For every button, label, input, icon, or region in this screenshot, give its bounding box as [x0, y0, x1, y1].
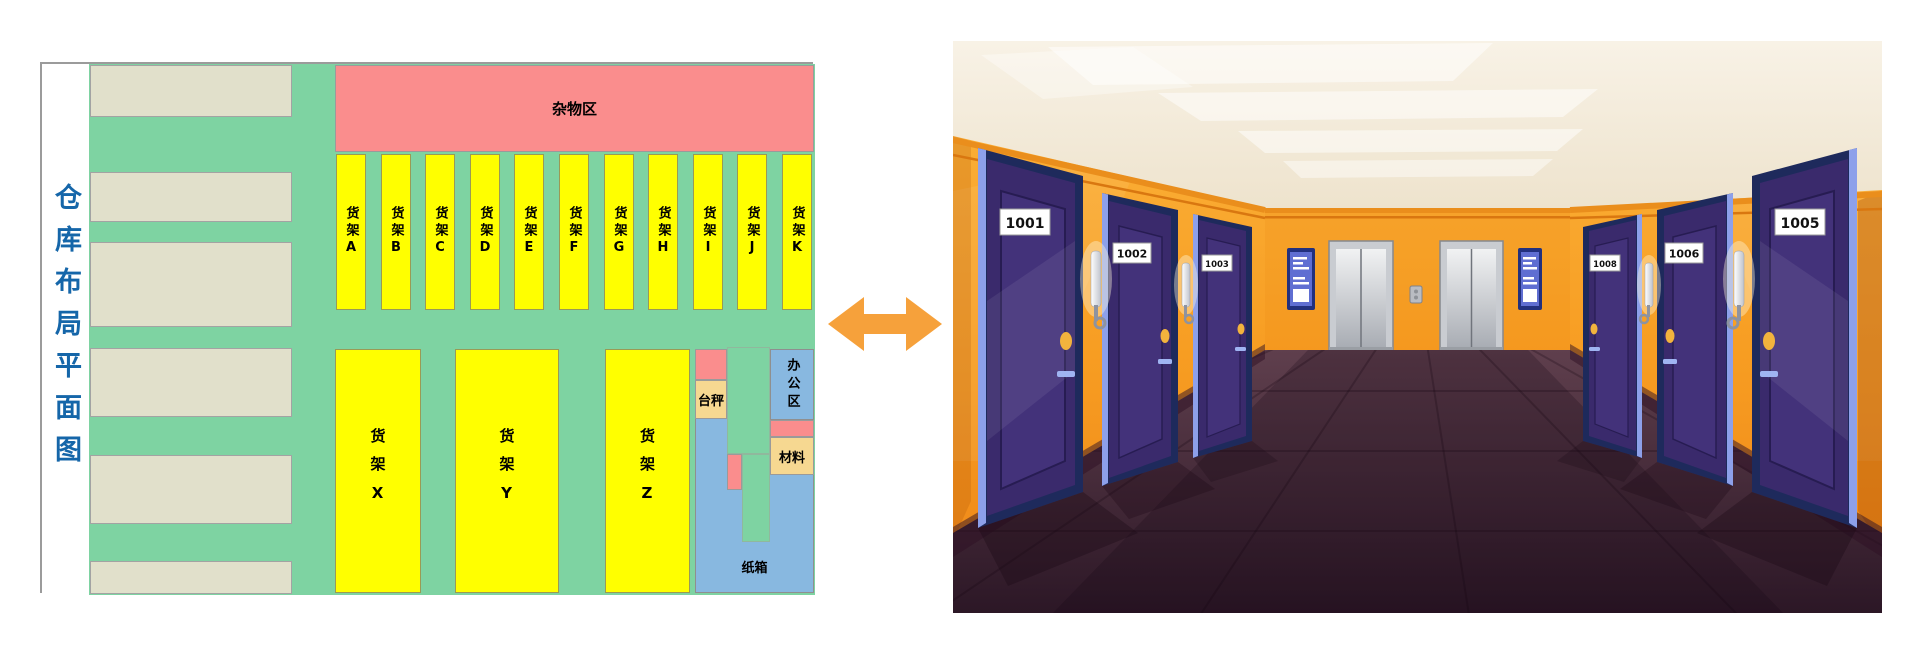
shelf-H: 货架H [648, 154, 678, 310]
shelf-I-label: 货架I [700, 205, 716, 259]
left-front-edge [953, 136, 971, 541]
office-zone-label: 办公区 [784, 357, 800, 412]
shelf-X-label: 货架X [368, 427, 387, 515]
door-number-1002: 1002 [1117, 248, 1148, 261]
door-number-1005: 1005 [1781, 216, 1820, 232]
shelf-B-label: 货架B [388, 205, 404, 259]
elevator-call-panel [1409, 285, 1423, 304]
shelf-F-label: 货架F [566, 205, 582, 259]
storage-rack [90, 172, 292, 222]
sconce-lamp [1637, 255, 1661, 325]
right-front-edge [1858, 191, 1882, 546]
floor [953, 350, 1882, 613]
door-shadow [1102, 462, 1215, 519]
shelf-G: 货架G [604, 154, 634, 310]
door-number-1003: 1003 [1205, 260, 1229, 270]
shelf-J-label: 货架J [744, 205, 760, 259]
storage-rack [90, 455, 292, 524]
ceiling-light-panel [1283, 159, 1553, 178]
door-1002: 1002 [1102, 193, 1178, 486]
materials-label: 材料 [778, 450, 805, 466]
door-number-1001: 1001 [1006, 216, 1045, 232]
ceiling-light-panel [1048, 43, 1493, 85]
shelf-X: 货架X [335, 349, 421, 593]
shelf-B: 货架B [381, 154, 411, 310]
door-1003: 1003 [1193, 214, 1252, 458]
hotel-corridor-illustration: 1001 1002 1003 [953, 41, 1882, 613]
info-sign-right [1518, 248, 1542, 310]
sconce-lamp [1723, 241, 1755, 330]
small-red-zone-2 [727, 454, 742, 490]
door-shadow [1697, 492, 1857, 586]
elevator-right [1439, 240, 1504, 353]
storage-rack [90, 242, 292, 327]
ceiling-light-panel [1158, 89, 1598, 121]
shelf-Z-label: 货架Z [638, 427, 656, 515]
small-red-zone-3 [770, 420, 814, 437]
materials-zone: 材料 [770, 437, 814, 475]
crown-back [1265, 208, 1570, 213]
door-shadow [978, 492, 1138, 586]
office-zone: 办公区 [770, 349, 814, 420]
shelf-I: 货架I [693, 154, 723, 310]
sconce-lamp [1080, 241, 1112, 330]
carton-label: 纸箱 [741, 560, 768, 576]
sconce-lamp [1174, 255, 1198, 325]
storage-rack [90, 348, 292, 417]
door-number-1008: 1008 [1593, 260, 1617, 270]
storage-rack [90, 65, 292, 117]
info-sign-left [1287, 248, 1315, 310]
warehouse-floor-plan: 仓库布局平面图 杂物区 货架A 货架B 货架C 货架D 货架E 货架F 货架G … [40, 62, 815, 595]
shelf-A-label: 货架A [343, 205, 359, 259]
plan-title-strip: 仓库布局平面图 [42, 64, 89, 595]
shelf-H-label: 货架H [655, 205, 671, 259]
shelf-G-label: 货架G [611, 205, 627, 259]
ceiling-streak [981, 47, 1193, 99]
shelf-K: 货架K [782, 154, 812, 310]
junk-area [335, 65, 814, 152]
ceiling-light-panel [1238, 129, 1583, 153]
small-red-zone-1 [695, 349, 727, 380]
door-number-1006: 1006 [1669, 248, 1700, 261]
door-shadow [1557, 441, 1642, 482]
shelf-J: 货架J [737, 154, 767, 310]
shelf-C-label: 货架C [432, 205, 448, 259]
elevator-left [1328, 240, 1394, 353]
shelf-F: 货架F [559, 154, 589, 310]
crown-back-2 [1265, 216, 1570, 219]
shelf-E: 货架E [514, 154, 544, 310]
crown-left [953, 137, 1266, 213]
door-shadow [1193, 441, 1278, 482]
aisle-strip-lower [742, 454, 770, 542]
shelf-A: 货架A [336, 154, 366, 310]
shelf-D-label: 货架D [477, 205, 493, 259]
door-1006: 1006 [1657, 193, 1733, 486]
double-arrow-icon [828, 297, 942, 351]
door-1008: 1008 [1583, 214, 1642, 458]
plan-title: 仓库布局平面图 [50, 182, 81, 477]
door-1001: 1001 [978, 148, 1083, 528]
shelf-D: 货架D [470, 154, 500, 310]
shelf-Y-label: 货架Y [497, 427, 516, 515]
shelf-K-label: 货架K [789, 205, 805, 259]
shelf-E-label: 货架E [521, 205, 537, 259]
junk-area-label: 杂物区 [551, 100, 597, 118]
storage-rack [90, 561, 292, 594]
shelf-Y: 货架Y [455, 349, 559, 593]
carton-zone-label-wrap: 纸箱 [695, 554, 814, 578]
door-shadow [1620, 462, 1733, 519]
shelf-Z: 货架Z [605, 349, 690, 593]
platform-scale-zone: 台秤 [695, 380, 727, 419]
aisle-strip [727, 347, 770, 454]
platform-scale-label: 台秤 [697, 394, 724, 409]
door-1005: 1005 [1752, 148, 1857, 528]
shelf-C: 货架C [425, 154, 455, 310]
